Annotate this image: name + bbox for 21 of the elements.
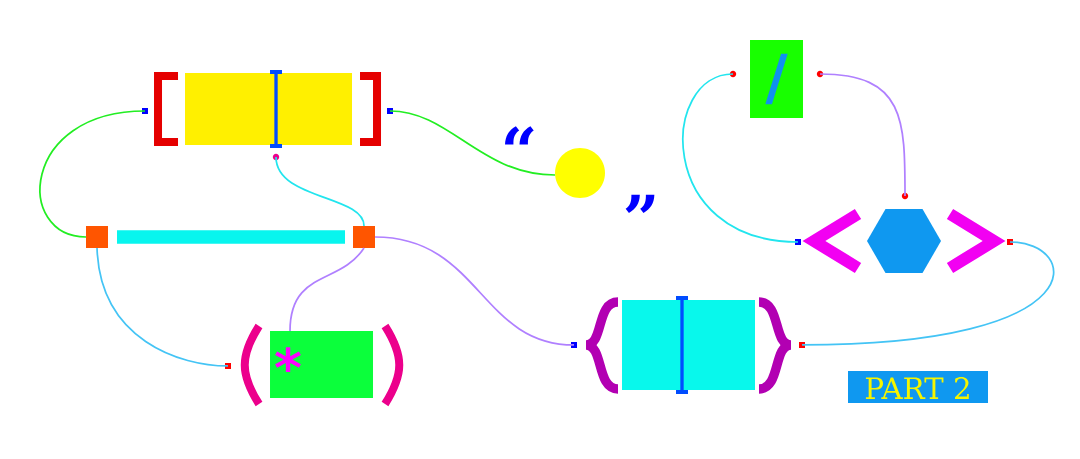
quote-mark: “	[505, 126, 534, 145]
connector-line	[389, 110, 556, 176]
connector-line	[289, 247, 365, 332]
label-box: PART 2	[848, 371, 988, 403]
square	[353, 226, 375, 248]
circle	[555, 148, 605, 198]
connector-line	[819, 73, 906, 197]
brace-box	[571, 296, 805, 394]
slash-box: /	[729, 40, 824, 118]
connector-line	[682, 73, 799, 243]
connector-line	[275, 156, 365, 227]
connector-line	[96, 247, 229, 367]
angle-bracket-hexagon	[795, 192, 1013, 274]
connector-line	[39, 110, 146, 238]
bracket-box	[142, 70, 393, 161]
parenthesis-box: *	[225, 323, 404, 407]
square	[86, 226, 108, 248]
connector-line	[374, 236, 575, 346]
connector-line	[801, 241, 1055, 346]
quote-mark: ”	[625, 194, 655, 213]
connector-bar	[117, 230, 345, 244]
